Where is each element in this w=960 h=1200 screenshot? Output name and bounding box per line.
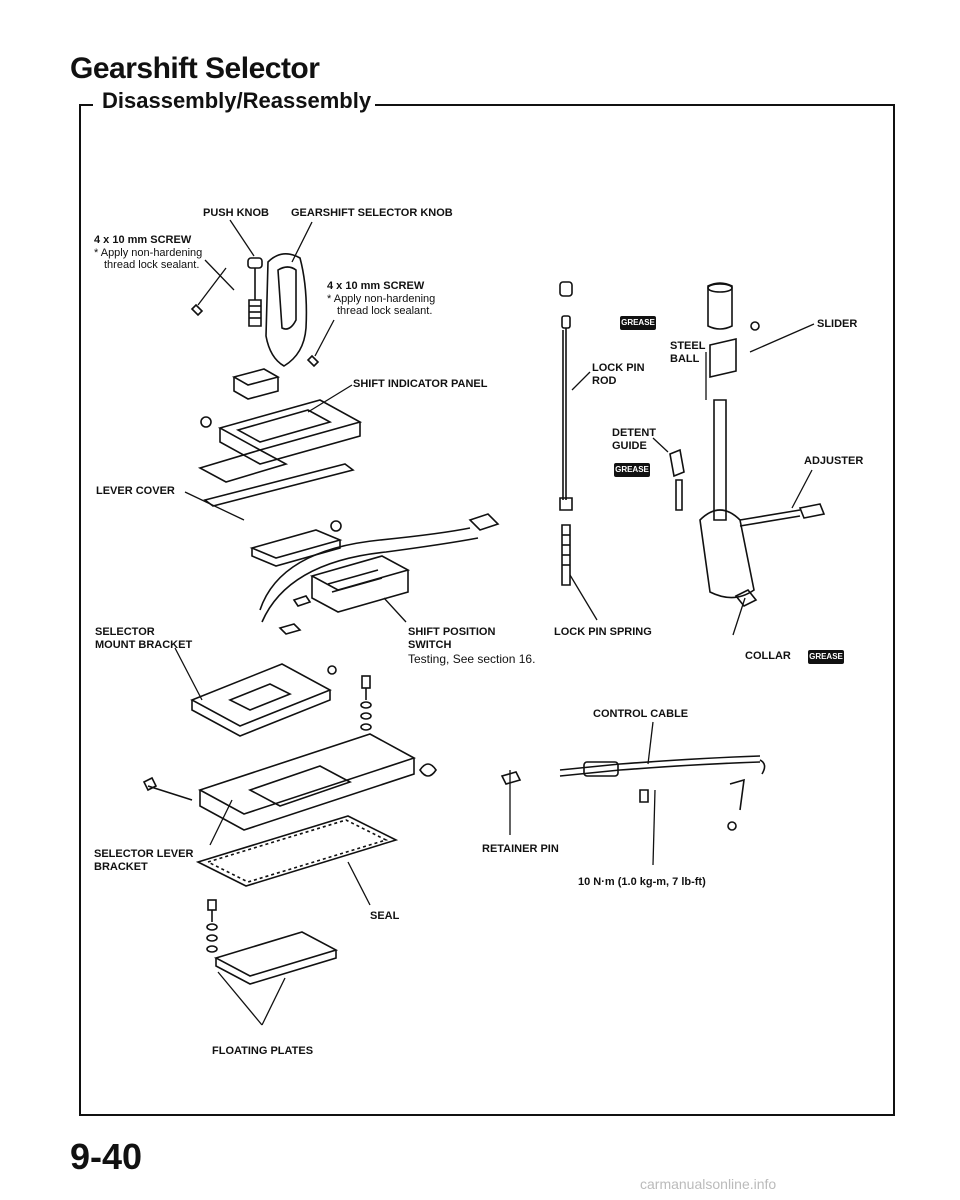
- label-lock-pin-rod-line1: LOCK PIN: [592, 362, 645, 374]
- label-gearshift-selector-knob: GEARSHIFT SELECTOR KNOB: [291, 207, 453, 219]
- section-title: Disassembly/Reassembly: [98, 88, 376, 114]
- label-detent-guide-line1: DETENT: [612, 427, 656, 439]
- label-steel-ball-line1: STEEL: [670, 340, 706, 352]
- label-lock-pin-spring: LOCK PIN SPRING: [554, 626, 652, 638]
- label-selector-mount-bracket-line2: MOUNT BRACKET: [95, 639, 193, 651]
- frame-top-left: [79, 104, 93, 106]
- grease-mark-icon: GREASE: [808, 650, 844, 664]
- push-knob-assembly: [190, 257, 263, 327]
- label-shift-indicator-panel: SHIFT INDICATOR PANEL: [353, 378, 488, 390]
- label-selector-lever-bracket-line2: BRACKET: [94, 861, 148, 873]
- label-shift-position-switch-line1: SHIFT POSITION: [408, 626, 496, 638]
- page-number: 9-40: [70, 1136, 143, 1177]
- page-title: Gearshift Selector: [70, 52, 320, 85]
- note-screw-right-2: thread lock sealant.: [337, 305, 433, 317]
- label-push-knob: PUSH KNOB: [203, 207, 270, 219]
- lever-cover: [203, 463, 355, 567]
- shift-indicator-panel: [197, 368, 363, 483]
- grease-mark-icon: GREASE: [614, 463, 650, 477]
- bolt-stack-upper: [360, 675, 372, 731]
- selector-lever-bracket: [142, 733, 437, 831]
- label-slider: SLIDER: [817, 318, 858, 330]
- label-collar: COLLAR: [745, 650, 791, 662]
- selector-mount-bracket: [190, 663, 337, 737]
- lock-pin-rod: [559, 281, 573, 586]
- selector-lever-assembly: [669, 282, 826, 608]
- label-floating-plates: FLOATING PLATES: [212, 1045, 314, 1057]
- leader-lines: [174, 219, 815, 1026]
- note-screw-left-2: thread lock sealant.: [104, 259, 200, 271]
- watermark: carmanualsonline.info: [640, 1176, 777, 1192]
- bolt-stack-lower: [206, 899, 218, 953]
- label-steel-ball-line2: BALL: [670, 353, 700, 365]
- note-shift-position-switch: Testing, See section 16.: [408, 652, 536, 666]
- grease-mark-icon: GREASE: [620, 316, 656, 330]
- label-detent-guide-line2: GUIDE: [612, 440, 647, 452]
- floating-plates: [213, 931, 339, 985]
- label-selector-mount-bracket-line1: SELECTOR: [95, 626, 155, 638]
- label-shift-position-switch-line2: SWITCH: [408, 639, 452, 651]
- label-selector-lever-bracket-line1: SELECTOR LEVER: [94, 848, 194, 860]
- control-cable: [500, 755, 766, 831]
- label-lever-cover: LEVER COVER: [96, 485, 175, 497]
- label-screw-left: 4 x 10 mm SCREW: [94, 234, 192, 246]
- label-torque-spec: 10 N·m (1.0 kg-m, 7 lb-ft): [578, 876, 706, 888]
- label-retainer-pin: RETAINER PIN: [482, 843, 559, 855]
- label-seal: SEAL: [370, 910, 400, 922]
- label-lock-pin-rod-line2: ROD: [592, 375, 617, 387]
- label-adjuster: ADJUSTER: [804, 455, 864, 467]
- diagram-frame: [79, 104, 895, 1116]
- gearshift-knob: [265, 253, 320, 368]
- label-screw-right: 4 x 10 mm SCREW: [327, 280, 425, 292]
- note-screw-right-1: * Apply non-hardening: [327, 293, 436, 305]
- seal-gasket: [195, 815, 399, 887]
- note-screw-left-1: * Apply non-hardening: [94, 247, 203, 259]
- label-control-cable: CONTROL CABLE: [593, 708, 689, 720]
- shift-position-switch: [259, 513, 500, 635]
- frame-top-right: [330, 104, 893, 106]
